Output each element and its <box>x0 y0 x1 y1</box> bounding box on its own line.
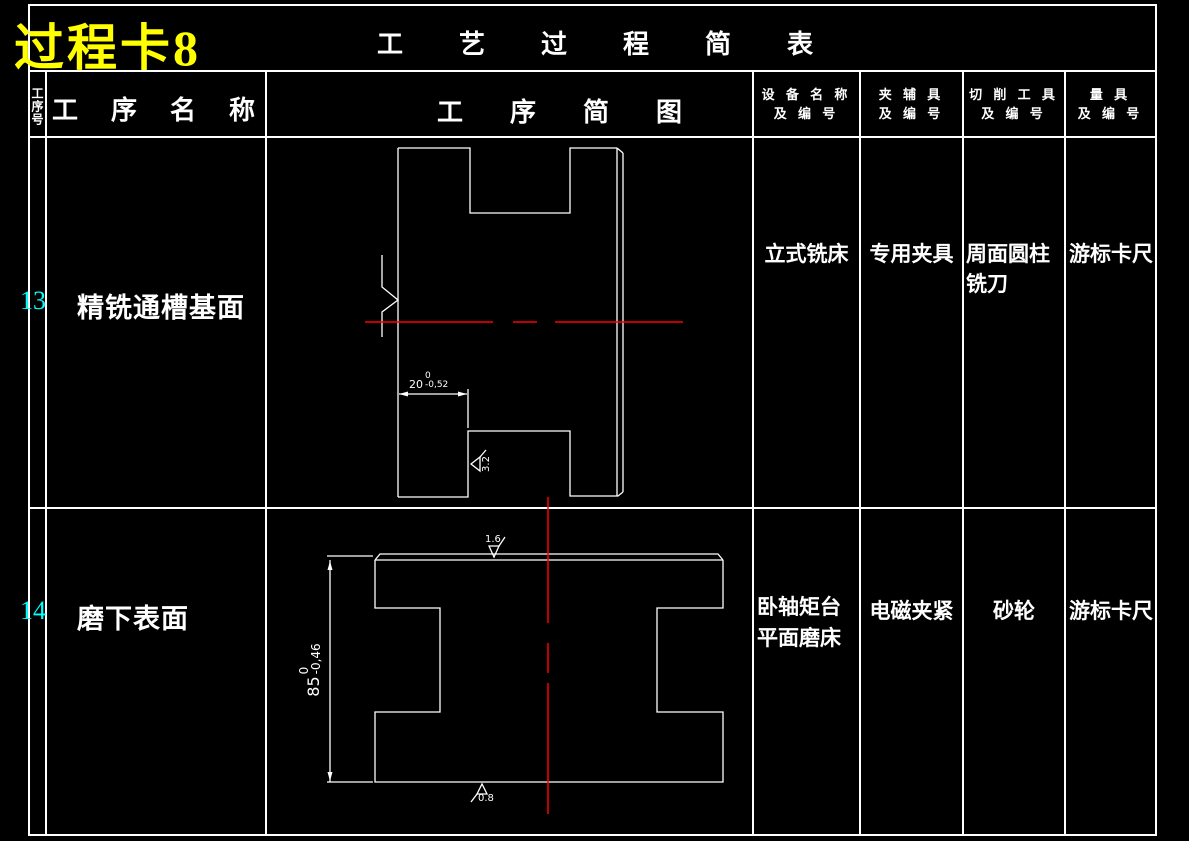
row13-name: 精铣通槽基面 <box>77 293 245 323</box>
sketch-14-outline <box>327 536 724 803</box>
row14-height-dimension: 85 0 -0,46 <box>297 615 323 725</box>
header-equipment: 设 备 名 称 及 编 号 <box>753 85 860 123</box>
header-gauge-line2: 及 编 号 <box>1077 106 1144 121</box>
row14-gauge: 游标卡尺 <box>1069 599 1153 623</box>
row14-fixture: 电磁夹紧 <box>869 599 954 623</box>
upper-deviation: 0 <box>425 371 431 381</box>
sheet-title: 工艺过程简表 <box>377 30 870 59</box>
row13-gauge: 游标卡尺 <box>1069 242 1153 266</box>
row14-roughness-bottom: 0.8 <box>478 793 494 804</box>
header-cutting-tool-line2: 及 编 号 <box>981 106 1047 121</box>
lower-deviation: -0,46 <box>309 643 323 675</box>
header-fixture: 夹 辅 具 及 编 号 <box>860 85 963 123</box>
row14-number: 14 <box>20 596 46 625</box>
header-fixture-line1: 夹 辅 具 <box>878 87 945 102</box>
row13-slot-dimension: 20 0 -0,52 <box>409 371 449 391</box>
card-title: 过程卡8 <box>14 20 201 76</box>
dimension-value: 20 <box>409 378 423 391</box>
row13-equipment: 立式铣床 <box>764 242 849 266</box>
header-process-name: 工序名称 <box>52 96 289 125</box>
roughness-symbol-slot <box>469 455 481 473</box>
roughness-symbol-top <box>487 545 501 559</box>
row14-name: 磨下表面 <box>77 604 189 634</box>
row13-fixture: 专用夹具 <box>869 242 954 266</box>
header-process-no: 工序号 <box>30 86 44 126</box>
header-fixture-line2: 及 编 号 <box>878 106 945 121</box>
header-cutting-tool-line1: 切 削 工 具 <box>969 87 1059 102</box>
sketch-14-arrows <box>327 561 333 781</box>
header-equipment-line2: 及 编 号 <box>773 106 840 121</box>
header-process-sketch: 工序简图 <box>437 98 730 127</box>
outer-border <box>28 4 1157 836</box>
row14-equipment: 卧轴矩台平面磨床 <box>757 595 841 650</box>
header-gauge: 量 具 及 编 号 <box>1065 85 1156 123</box>
row14-roughness-top: 1.6 <box>485 534 501 545</box>
sketch-13-outline <box>381 147 624 498</box>
row13-cutting-tool: 周面圆柱铣刀 <box>966 242 1050 296</box>
header-equipment-line1: 设 备 名 称 <box>761 87 852 102</box>
lower-deviation: -0,52 <box>425 380 449 390</box>
table-grid <box>28 4 1157 836</box>
header-gauge-line1: 量 具 <box>1089 87 1132 102</box>
row13-roughness-slot: 3.2 <box>480 456 492 472</box>
row13-number: 13 <box>20 286 46 315</box>
header-cutting-tool: 切 削 工 具 及 编 号 <box>963 85 1065 123</box>
sketch-13-arrows <box>399 391 467 397</box>
row14-cutting-tool: 砂轮 <box>993 599 1035 623</box>
surface-check-symbol <box>381 255 400 337</box>
dimension-value: 85 <box>304 676 323 697</box>
